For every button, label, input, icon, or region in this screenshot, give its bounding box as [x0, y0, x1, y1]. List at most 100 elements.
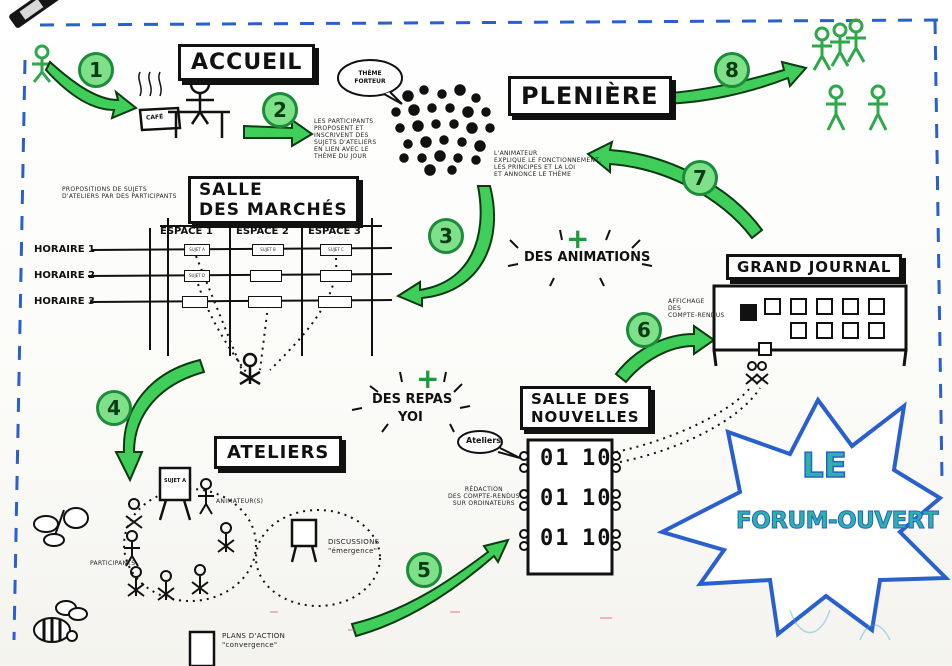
- journal-report-card: [790, 322, 807, 339]
- arrow-3: [395, 185, 496, 308]
- salle-nouvelles-title: SALLE DES NOUVELLES: [520, 386, 651, 430]
- crowd-head: [449, 119, 459, 129]
- cafe-scene: [138, 71, 230, 138]
- arrow-4: [114, 358, 206, 483]
- host-person-icon: [186, 73, 214, 125]
- column-espace-3: ESPACE 3: [308, 226, 361, 237]
- faint-marks: [270, 611, 612, 631]
- journal-report-card: [790, 298, 807, 315]
- computer-code: 01: [540, 446, 571, 471]
- crowd-head: [417, 153, 427, 163]
- crowd-head: [403, 139, 413, 149]
- crowd-head: [481, 107, 491, 117]
- crowd-head: [412, 120, 424, 132]
- journal-report-card: [842, 298, 859, 315]
- journal-report-card: [764, 298, 781, 315]
- theme-bubble: [337, 59, 403, 105]
- journal-report-card: [868, 298, 885, 315]
- journal-report-card: [758, 342, 772, 356]
- easel-label: SUJET A: [164, 478, 186, 484]
- crowd-head: [471, 155, 481, 165]
- arrow-6: [614, 324, 716, 384]
- ateliers-bubble: [457, 430, 521, 459]
- plans-note: PLANS D'ACTION "convergence": [222, 632, 286, 649]
- butterfly-icon: [33, 507, 89, 547]
- marker-pen-icon: [9, 0, 74, 28]
- crowd-head: [434, 150, 446, 162]
- crowd-head: [471, 93, 481, 103]
- step-8-badge: 8: [714, 52, 750, 88]
- market-slot-empty: [318, 296, 352, 308]
- crowd-head: [466, 122, 478, 134]
- repas-sparkles: [351, 371, 471, 433]
- arrow-1: [44, 60, 138, 120]
- market-slot: SUJET C: [320, 244, 352, 256]
- journal-note: AFFICHAGE DES COMPTE-RENDUS: [668, 298, 725, 319]
- pleniere-title: PLENIÈRE: [508, 76, 672, 116]
- step-3-badge: 3: [428, 218, 464, 254]
- journal-report-card: [740, 304, 757, 321]
- row-horaire-3: HORAIRE 3: [34, 296, 96, 307]
- atelier-participants: [124, 478, 235, 601]
- market-slot: SUJET A: [184, 244, 210, 256]
- newsroom-note: RÉDACTION DES COMPTE-RENDUS SUR ORDINATE…: [448, 486, 520, 507]
- animations-plus-icon: +: [566, 222, 590, 255]
- discussions-note: DISCUSSIONS "émergence": [328, 538, 380, 555]
- arrival-person-icon: [32, 44, 52, 83]
- step-7-badge: 7: [682, 160, 718, 196]
- computer-code: 01: [540, 486, 571, 511]
- crowd-head: [427, 103, 437, 113]
- crowd-head: [437, 89, 447, 99]
- title-forum-ouvert: FORUM-OUVERT: [735, 508, 939, 535]
- atelier-easel-b: [290, 518, 318, 563]
- crowd-head: [439, 135, 449, 145]
- animateur-note: L'ANIMATEUR EXPLIQUE LE FONCTIONNEMENT, …: [494, 150, 602, 178]
- step-2-badge: 2: [262, 92, 298, 128]
- market-dotted-paths: [195, 255, 338, 373]
- market-slot: SUJET B: [252, 244, 284, 256]
- journal-report-card: [816, 322, 833, 339]
- crowd-head: [399, 153, 409, 163]
- animations-label: DES ANIMATIONS: [524, 250, 651, 265]
- market-slot-empty: [250, 270, 282, 282]
- arrow-5: [350, 538, 510, 638]
- repas-label: DES REPAS: [372, 392, 453, 407]
- column-espace-1: ESPACE 1: [160, 226, 213, 237]
- left-dashed-border: [12, 59, 27, 641]
- journal-report-card: [842, 322, 859, 339]
- bee-icon: [33, 600, 88, 643]
- top-dashed-border: [39, 18, 941, 27]
- row-horaire-2: HORAIRE 2: [34, 270, 96, 281]
- role-animateur: ANIMATEUR(S): [216, 498, 264, 505]
- theme-porteur-text: THÈME FORTEUR: [354, 70, 386, 85]
- right-dashed-border: [933, 19, 944, 481]
- title-star-shape: [656, 396, 951, 638]
- crowd-head: [395, 123, 405, 133]
- title-le: LE: [801, 445, 847, 487]
- arrow-2: [243, 118, 314, 148]
- ateliers-title: ATELIERS: [214, 436, 343, 469]
- step-1-badge: 1: [78, 52, 114, 88]
- repas-yoi: YOI: [398, 410, 423, 425]
- crowd-head: [447, 165, 457, 175]
- salle-marches-title: SALLE DES MARCHÉS: [188, 176, 359, 224]
- step-6-badge: 6: [626, 312, 662, 348]
- crowd-head: [419, 85, 429, 95]
- crowd-head: [424, 164, 436, 176]
- newsroom-chairs: [519, 451, 621, 551]
- computer-code: 10: [582, 526, 613, 551]
- computer-code: 10: [582, 446, 613, 471]
- arrow-7: [586, 140, 764, 240]
- market-slot: SUJET D: [184, 270, 210, 282]
- step-4-badge: 4: [96, 390, 132, 426]
- journal-report-card: [816, 298, 833, 315]
- crowd-head: [454, 84, 466, 96]
- accueil-title: ACCUEIL: [178, 44, 316, 81]
- role-participants: PARTICIPANTS: [90, 560, 136, 567]
- crowd-head: [457, 137, 467, 147]
- marches-note: PROPOSITIONS DE SUJETS D'ATELIERS PAR DE…: [62, 186, 177, 200]
- repas-plus-icon: +: [416, 362, 440, 395]
- market-person-icon: [239, 352, 261, 386]
- crowd-head: [402, 90, 414, 102]
